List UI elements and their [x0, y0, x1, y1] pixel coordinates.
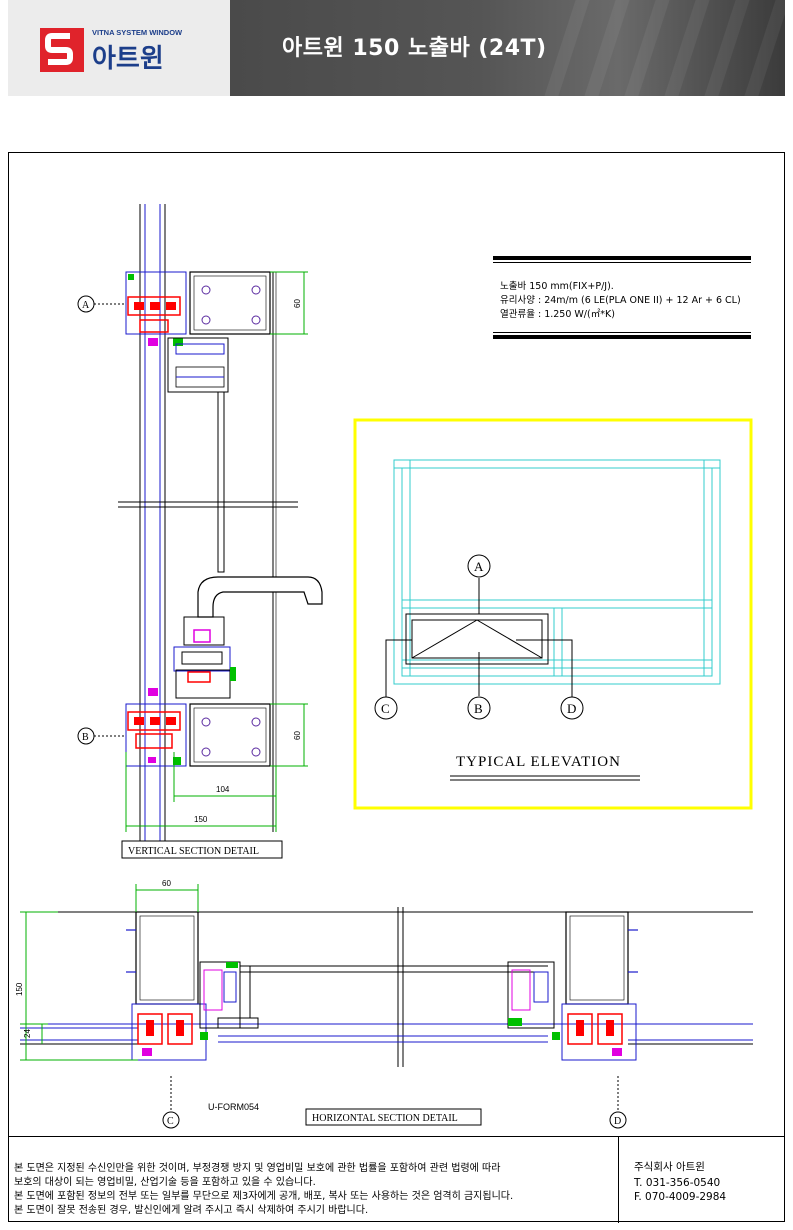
svg-text:A: A [82, 300, 90, 311]
svg-text:B: B [474, 701, 483, 716]
dim-150-horizontal: 150 [15, 982, 24, 996]
company-phone: T. 031-356-0540 [634, 1177, 721, 1189]
legal-notice-4: 본 도면이 잘못 전송된 경우, 발신인에게 알려 주시고 즉시 삭제하여 주시… [14, 1205, 369, 1216]
elevation-highlight-box [353, 418, 753, 810]
dim-60-bottom: 60 [293, 731, 302, 740]
spec-line-3: 열관류율 : 1.250 W/(㎡*K) [500, 309, 615, 320]
dim-150: 150 [194, 815, 208, 824]
vertical-section-title: VERTICAL SECTION DETAIL [128, 846, 259, 857]
drawing-sheet [8, 152, 785, 1222]
dim-24-horizontal: 24 [23, 1029, 32, 1038]
section-marker-c: C [162, 1076, 180, 1129]
legal-notice-1: 본 도면은 지정된 수신인만을 위한 것이며, 부정경쟁 방지 및 영업비밀 보… [14, 1163, 501, 1174]
company-name: 주식회사 아트윈 [634, 1161, 705, 1173]
form-code: U-FORM054 [208, 1102, 259, 1112]
section-marker-a: A [77, 295, 126, 313]
legal-notice-2: 보호의 대상이 되는 영업비밀, 산업기술 등을 포함하고 있을 수 있습니다. [14, 1177, 316, 1188]
brand-name: 아트윈 [92, 44, 164, 74]
dim-60-top: 60 [293, 299, 302, 308]
svg-text:D: D [614, 1116, 621, 1127]
svg-text:B: B [82, 732, 89, 743]
vertical-section-drawing [118, 204, 323, 852]
technical-drawing: 60 60 104 150 A B VERTICAL SECTION DETAI… [15, 204, 753, 1129]
legal-notice-3: 본 도면에 포함된 정보의 전부 또는 일부를 무단으로 제3자에게 공개, 배… [14, 1191, 514, 1202]
svg-text:C: C [381, 701, 390, 716]
spec-line-2: 유리사양 : 24m/m (6 LE(PLA ONE II) + 12 Ar +… [500, 295, 741, 306]
logo-area: VITNA SYSTEM WINDOW 아트윈 [8, 0, 230, 96]
footer-divider [618, 1137, 619, 1223]
title-banner: 아트윈 150 노출바 (24T) [230, 0, 785, 96]
svg-text:C: C [167, 1116, 174, 1127]
horizontal-section-title: HORIZONTAL SECTION DETAIL [312, 1113, 458, 1124]
horizontal-section-label-box [305, 1108, 482, 1126]
svg-text:A: A [474, 559, 484, 574]
elevation-title: TYPICAL ELEVATION [456, 754, 621, 770]
horizontal-section-drawing [20, 884, 753, 1067]
dim-60-horizontal: 60 [162, 879, 171, 888]
spec-line-1: 노출바 150 mm(FIX+P/J). [500, 281, 614, 292]
elevation-drawing [393, 459, 721, 685]
elevation-markers: A B C D [374, 554, 584, 720]
svg-text:D: D [567, 701, 576, 716]
brand-tagline: VITNA SYSTEM WINDOW [92, 28, 183, 37]
spec-rule-bottom [493, 335, 751, 339]
footer: 본 도면은 지정된 수신인만을 위한 것이며, 부정경쟁 방지 및 영업비밀 보… [8, 1136, 785, 1223]
page-header: VITNA SYSTEM WINDOW 아트윈 아트윈 150 노출바 (24T… [8, 0, 785, 96]
page-title: 아트윈 150 노출바 (24T) [282, 36, 547, 61]
section-marker-b: B [77, 727, 126, 745]
vertical-section-label-box [121, 840, 283, 859]
artwin-logo-icon [40, 28, 84, 72]
section-marker-d: D [609, 1076, 627, 1129]
spec-rule-top [493, 256, 751, 260]
company-fax: F. 070-4009-2984 [634, 1191, 727, 1203]
dim-104: 104 [216, 785, 230, 794]
elevation-sash [385, 578, 573, 700]
